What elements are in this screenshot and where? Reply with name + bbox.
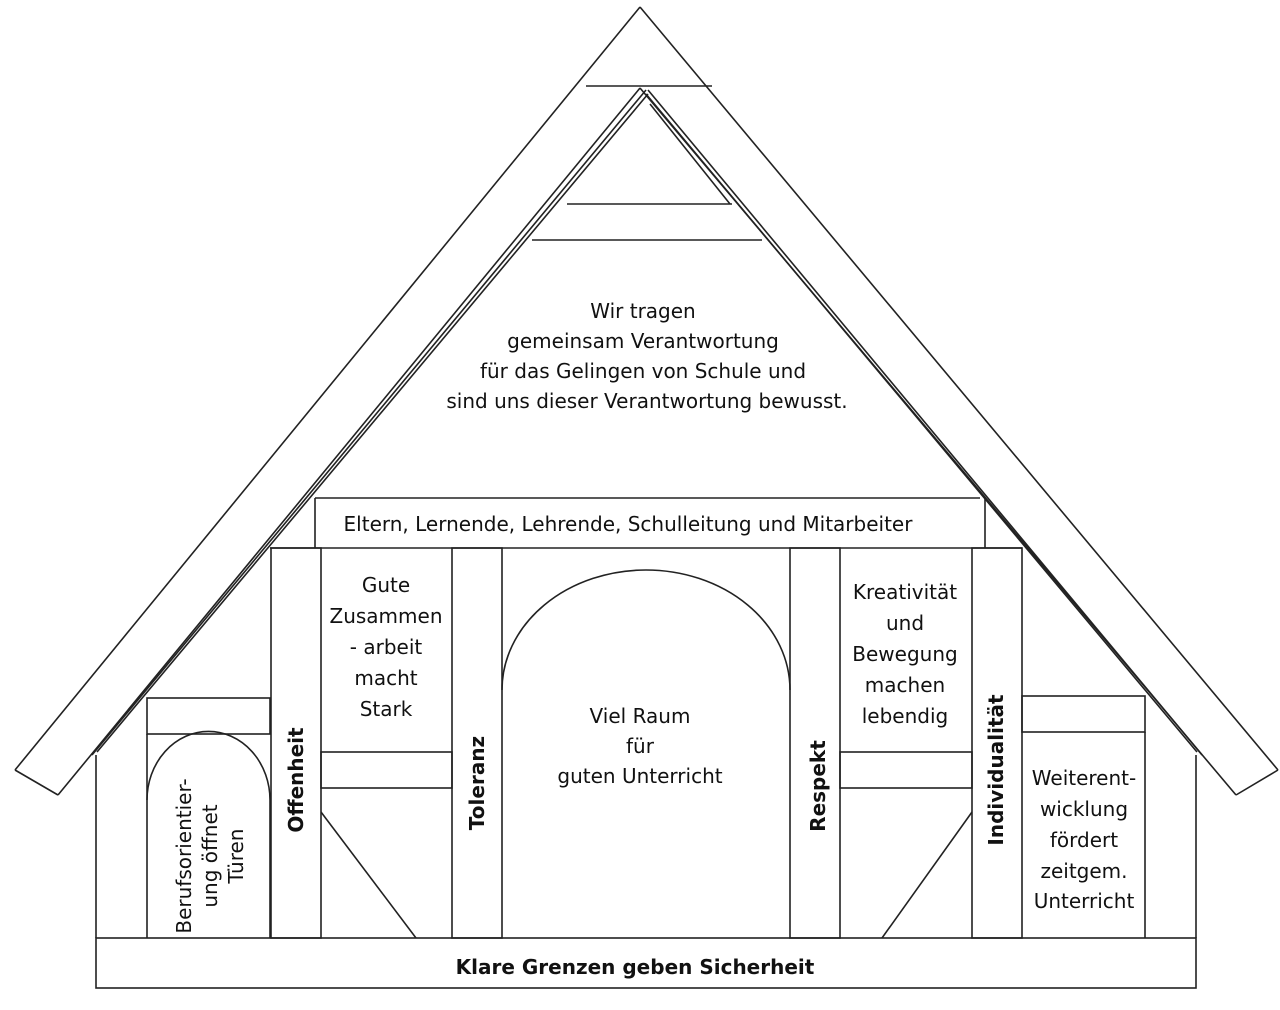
pillar-respekt: Respekt (806, 740, 830, 832)
right-wing-line-3: fördert (1050, 828, 1118, 852)
foundation (95, 937, 1197, 989)
right-inner-frame (839, 751, 973, 939)
left-inner-line-1: Gute (362, 573, 410, 597)
roof-line-2: gemeinsam Verantwortung (507, 329, 779, 353)
roof-line-3: für das Gelingen von Schule und (480, 359, 806, 383)
left-inner-line-4: macht (354, 666, 417, 690)
center-line-1: Viel Raum (590, 704, 691, 728)
right-wing-frame (1021, 695, 1146, 938)
center-line-2: für (626, 734, 655, 758)
right-wing-line-4: zeitgem. (1040, 859, 1127, 883)
pillar-toleranz: Toleranz (465, 736, 489, 830)
left-inner-frame (320, 751, 453, 939)
roof-line-1: Wir tragen (590, 299, 695, 323)
roof-line-4: sind uns dieser Verantwortung bewusst. (446, 389, 847, 413)
right-inner-line-1: Kreativität (853, 580, 957, 604)
left-wing-frame (146, 697, 271, 938)
left-wing-line-3: Türen (224, 829, 248, 885)
left-wing-line-1: Berufsorientier- (172, 778, 196, 933)
pillar-individualitaet: Individualität (984, 694, 1008, 846)
right-wing-line-2: wicklung (1040, 797, 1128, 821)
center-arch (501, 569, 791, 691)
center-line-3: guten Unterricht (557, 764, 722, 788)
left-inner-line-5: Stark (360, 697, 413, 721)
right-inner-line-3: Bewegung (852, 642, 957, 666)
pillar-offenheit: Offenheit (284, 727, 308, 833)
right-inner-line-5: lebendig (862, 704, 948, 728)
beam-label: Eltern, Lernende, Lehrende, Schulleitung… (344, 512, 914, 536)
right-inner-line-4: machen (865, 673, 945, 697)
roof (14, 6, 1279, 796)
foundation-label: Klare Grenzen geben Sicherheit (456, 955, 815, 979)
right-wing-line-5: Unterricht (1034, 889, 1135, 913)
right-wing-line-1: Weiterent- (1032, 766, 1136, 790)
left-inner-line-2: Zusammen (330, 604, 443, 628)
left-wing-line-2: ung öffnet (198, 804, 222, 907)
walls (95, 498, 1197, 938)
left-inner-line-3: - arbeit (350, 635, 423, 659)
right-inner-line-2: und (886, 611, 924, 635)
